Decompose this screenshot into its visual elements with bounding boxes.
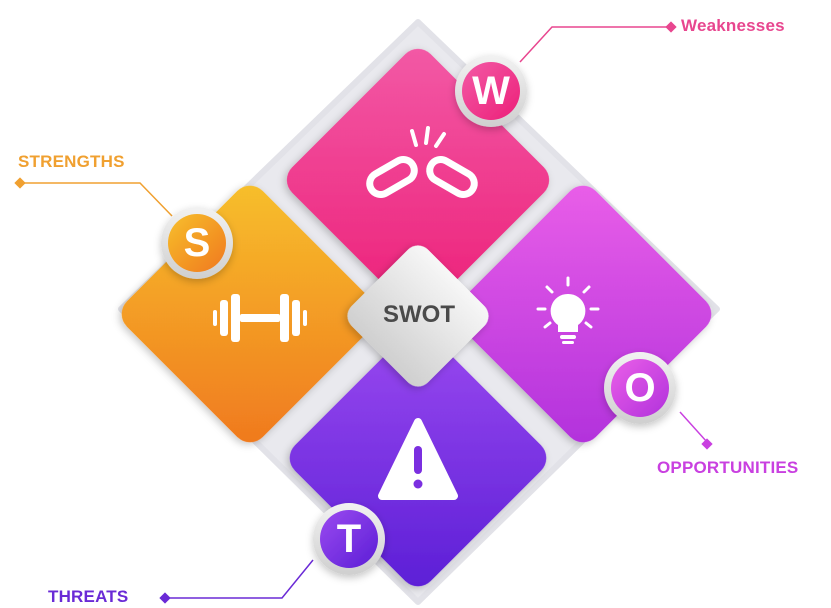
strengths-label: STRENGTHS	[18, 152, 125, 171]
weaknesses-leader	[519, 26, 671, 63]
broken-link-icon	[366, 126, 478, 198]
center-tile	[347, 245, 489, 387]
threats-marker	[159, 592, 171, 604]
strengths-leader	[20, 182, 173, 217]
weaknesses-letter: W	[472, 69, 510, 113]
swot-center-label: SWOT	[383, 301, 455, 328]
opportunities-label: OPPORTUNITIES	[657, 458, 799, 477]
opportunities-letter: O	[624, 366, 656, 410]
opportunities-marker	[701, 438, 713, 450]
strengths-letter: S	[183, 221, 211, 265]
lightbulb-icon	[536, 276, 600, 344]
weaknesses-label: Weaknesses	[681, 16, 785, 35]
strengths-marker	[14, 177, 26, 189]
dumbbell-icon	[213, 294, 307, 342]
opportunities-leader	[679, 411, 708, 446]
weaknesses-marker	[665, 21, 677, 33]
threats-letter: T	[336, 517, 362, 561]
threats-label: THREATS	[48, 587, 129, 606]
warning-icon	[378, 418, 458, 500]
threats-leader	[165, 559, 314, 599]
